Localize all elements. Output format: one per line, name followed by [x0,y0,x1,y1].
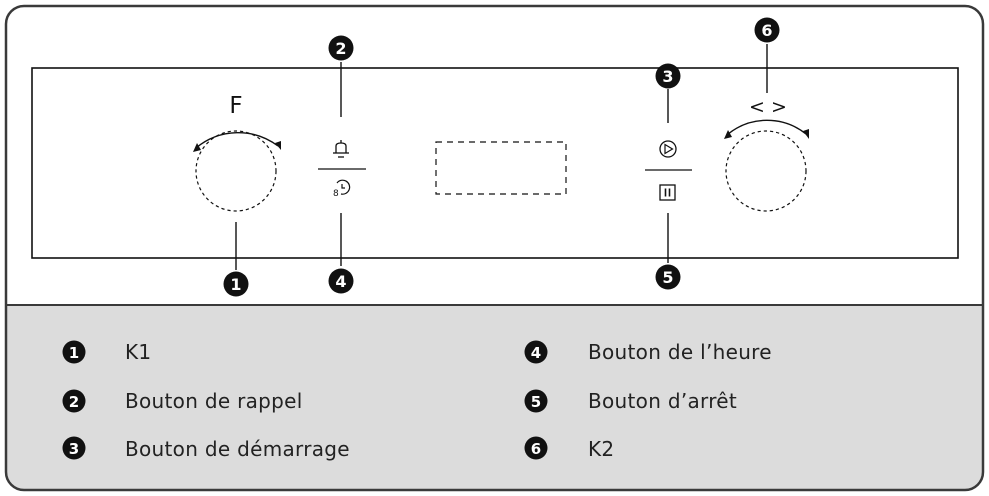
legend-text: Bouton de l’heure [588,340,772,364]
legend-item-2: 2 Bouton de rappel [62,389,303,413]
svg-text:8: 8 [333,189,339,199]
legend-badge [524,436,548,460]
pause-icon [659,184,676,201]
knob-k1-label: F [229,93,242,119]
legend-text: Bouton d’arrêt [588,389,737,413]
legend: 1 K1 2 Bouton de rappel 3 Bouton de déma… [62,340,772,461]
clock-button[interactable]: 8 [333,179,351,199]
legend-item-3: 3 Bouton de démarrage [62,436,350,461]
knob-k2-outline [725,130,807,212]
arrow-right-head [275,141,281,150]
callout-badge-2: 2 [328,35,354,61]
svg-text:4: 4 [335,272,346,291]
legend-text: Bouton de démarrage [125,437,350,461]
callout-badge-5: 5 [655,264,681,290]
display-window [435,141,567,195]
card-border [4,4,985,492]
svg-text:5: 5 [531,393,541,411]
svg-text:3: 3 [69,440,79,458]
legend-badge [62,340,86,364]
knob-k2-label: < > [749,96,787,118]
control-panel [31,67,959,259]
legend-badge [524,340,548,364]
legend-item-1: 1 K1 [62,340,151,364]
svg-text:2: 2 [335,39,346,58]
arrow-right-head [803,129,809,139]
svg-text:5: 5 [662,268,673,287]
svg-text:6: 6 [761,21,772,40]
callout-badge-6: 6 [754,17,780,43]
svg-text:2: 2 [69,393,79,411]
svg-text:1: 1 [230,275,241,294]
svg-text:1: 1 [69,344,79,362]
legend-item-4: 4 Bouton de l’heure [524,340,772,364]
knob-k1-rotation-arc [195,132,279,149]
bell-icon [333,140,349,158]
legend-badge [62,436,86,460]
legend-item-6: 6 K2 [524,436,614,461]
knob-k2-rotation-arc [726,119,807,136]
callout-badge-4: 4 [328,268,354,294]
arrow-left-head [193,143,201,152]
legend-text: K1 [125,340,151,364]
reminder-button[interactable] [333,140,349,158]
legend-badge [524,389,548,413]
clock-icon: 8 [333,179,351,199]
knob-k2[interactable] [724,119,809,212]
knob-k1-outline [195,130,277,212]
legend-area [6,305,983,490]
start-button[interactable] [659,140,677,158]
legend-text: Bouton de rappel [125,389,303,413]
svg-text:6: 6 [531,440,541,458]
arrow-left-head [724,130,732,139]
stop-button[interactable] [659,184,676,201]
knob-k1[interactable] [193,130,281,212]
svg-text:4: 4 [531,344,541,362]
svg-text:3: 3 [662,67,673,86]
callout-badge-3: 3 [655,63,681,89]
legend-item-5: 5 Bouton d’arrêt [524,389,737,413]
legend-badge [62,389,86,413]
legend-text: K2 [588,437,614,461]
callout-badge-1: 1 [223,271,249,297]
play-icon [659,140,677,158]
